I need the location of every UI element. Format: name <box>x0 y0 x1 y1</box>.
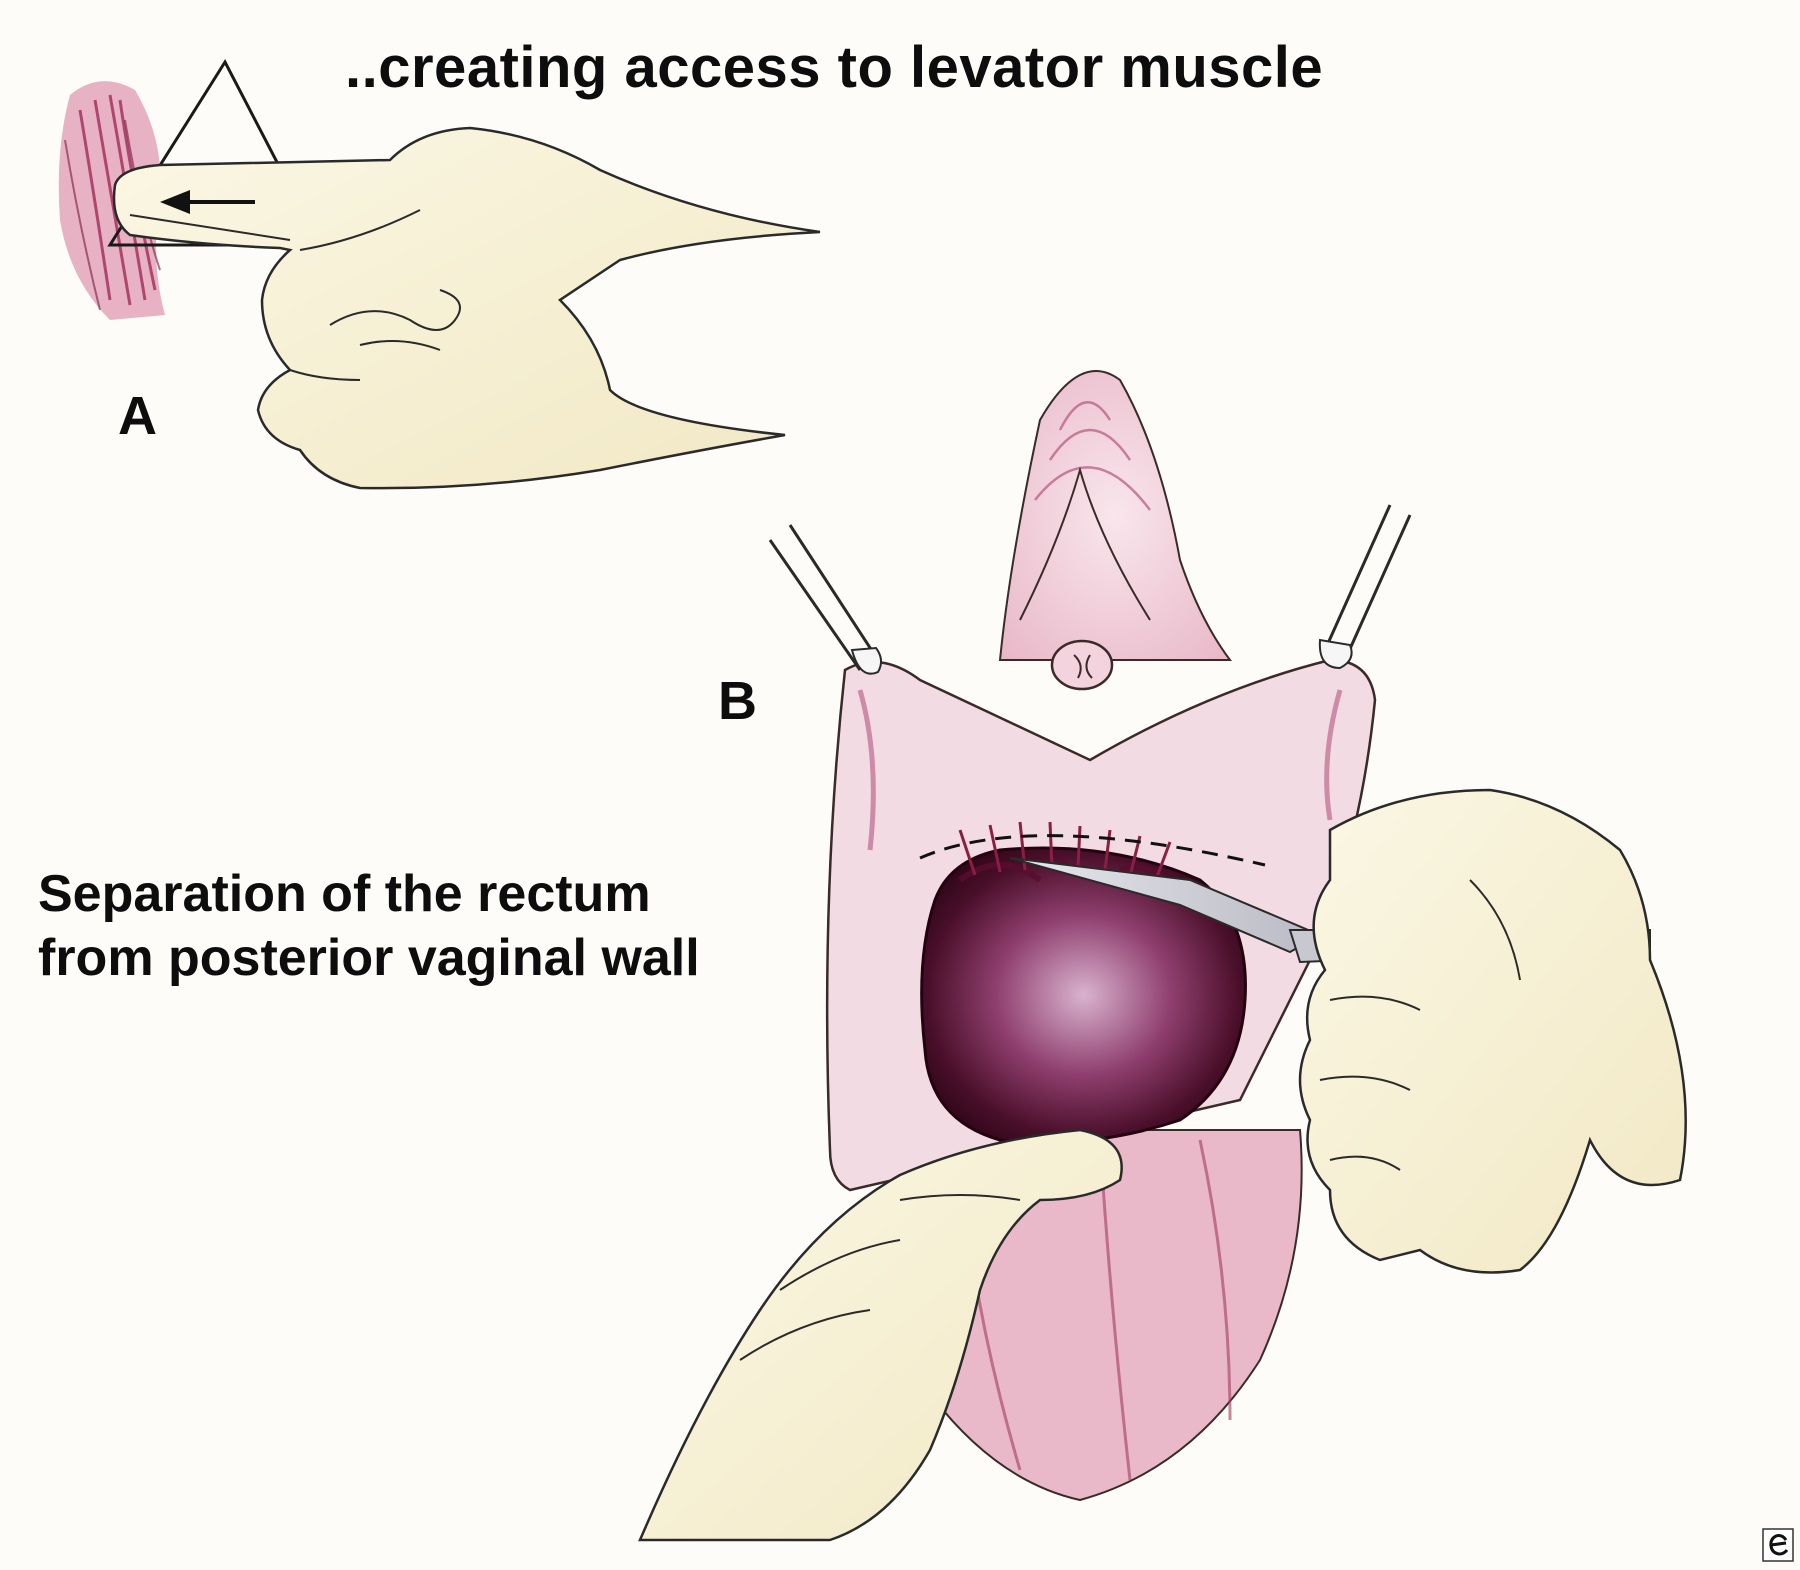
panel-a-drawing <box>58 58 821 490</box>
panel-a-hand <box>112 126 821 490</box>
labia-structure <box>998 370 1232 661</box>
figure-caption: Separation of the rectum from posterior … <box>38 862 700 990</box>
rectovaginal-space <box>920 846 1247 1144</box>
figure-title: ..creating access to levator muscle <box>345 35 1324 100</box>
panel-b-label: B <box>718 671 757 731</box>
eurorad-logo-icon <box>1762 1528 1794 1562</box>
left-hand <box>638 1128 1123 1542</box>
vaginal-opening <box>1050 639 1114 691</box>
left-retractor <box>768 524 882 675</box>
caption-line-2: from posterior vaginal wall <box>38 929 700 987</box>
incision-line <box>919 834 1266 867</box>
caption-line-1: Separation of the rectum <box>38 865 651 923</box>
arrow-left-icon <box>160 190 255 214</box>
right-hand <box>1298 788 1687 1274</box>
panel-a-label: A <box>118 386 157 446</box>
right-retractor <box>1318 504 1412 670</box>
panel-b-drawing <box>638 370 1687 1542</box>
